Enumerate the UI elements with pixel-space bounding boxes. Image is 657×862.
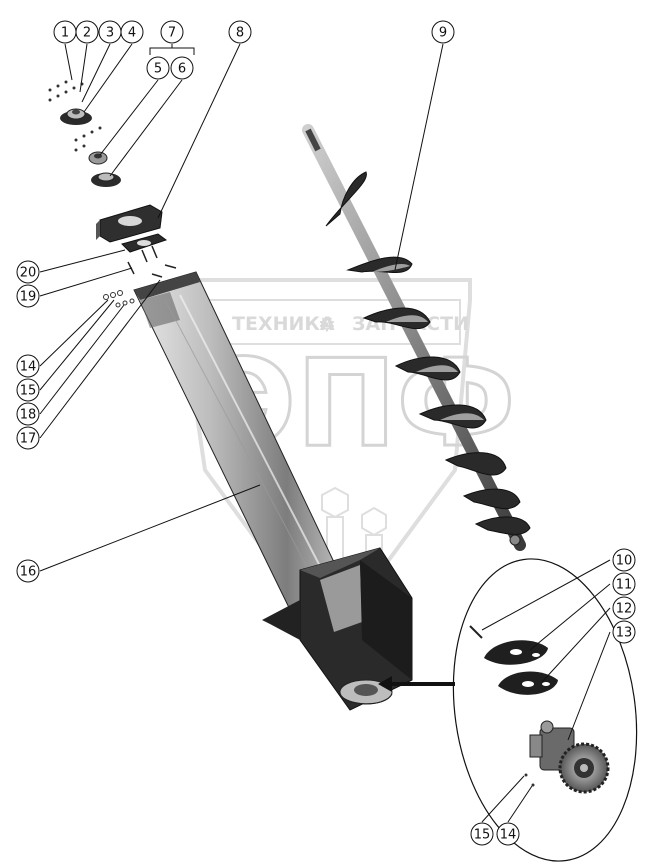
callout-6: 6 <box>170 56 194 80</box>
gear-icon: ⚙ <box>318 312 336 336</box>
callout-label: 6 <box>178 62 186 77</box>
callout-14b: 14 <box>496 822 520 846</box>
callout-8: 8 <box>228 20 252 44</box>
callout-19: 19 <box>16 284 40 308</box>
callout-circle <box>612 548 636 572</box>
callout-label: 17 <box>20 432 37 447</box>
callout-circle <box>16 260 40 284</box>
callout-circle <box>612 620 636 644</box>
callout-circle <box>16 559 40 583</box>
auger-tube <box>133 271 353 623</box>
callout-circle <box>170 56 194 80</box>
callout-11: 11 <box>612 572 636 596</box>
mounting-bracket <box>96 204 163 243</box>
callout-20: 20 <box>16 260 40 284</box>
callout-circle <box>16 426 40 450</box>
callout-circle <box>75 20 99 44</box>
leader-lines <box>39 43 611 823</box>
callout-circle <box>16 284 40 308</box>
callout-15b: 15 <box>470 822 494 846</box>
callout-15a: 15 <box>16 378 40 402</box>
plate-11 <box>484 640 548 665</box>
drive-detail <box>452 558 638 862</box>
callout-circle <box>146 56 170 80</box>
callout-circle <box>120 20 144 44</box>
callout-label: 12 <box>616 602 633 617</box>
callout-label: 3 <box>106 26 114 41</box>
callout-4: 4 <box>120 20 144 44</box>
gearbox-13 <box>529 720 610 794</box>
bearing-housing-bottom <box>91 172 121 187</box>
callout-circle <box>612 572 636 596</box>
callout-label: 18 <box>20 408 37 423</box>
callout-label: 19 <box>20 290 37 305</box>
callout-label: 5 <box>154 62 162 77</box>
callout-circle <box>470 822 494 846</box>
callout-label: 15 <box>20 384 37 399</box>
callout-circle <box>16 402 40 426</box>
auger-screw <box>302 124 531 551</box>
callout-label: 4 <box>128 26 136 41</box>
callout-16: 16 <box>16 559 40 583</box>
callout-5: 5 <box>146 56 170 80</box>
callout-label: 13 <box>616 626 633 641</box>
detail-arrow <box>378 676 455 692</box>
callout-14a: 14 <box>16 354 40 378</box>
callout-circle <box>612 596 636 620</box>
callout-17: 17 <box>16 426 40 450</box>
fasteners-14-15 <box>524 773 535 787</box>
callout-18: 18 <box>16 402 40 426</box>
callout-label: 20 <box>20 266 37 281</box>
callout-label: 9 <box>439 26 447 41</box>
callout-circle <box>228 20 252 44</box>
watermark-text: ТЕХНИКА <box>232 313 335 335</box>
callout-circle <box>496 822 520 846</box>
callout-circle <box>431 20 455 44</box>
callout-label: 10 <box>616 554 633 569</box>
callout-label: 1 <box>61 26 69 41</box>
callout-label: 11 <box>616 578 633 593</box>
callout-9: 9 <box>431 20 455 44</box>
bolt-10 <box>469 625 483 639</box>
plate-12 <box>498 671 558 695</box>
callout-label: 15 <box>474 828 491 843</box>
bearing-housing-top <box>60 108 92 125</box>
callout-10: 10 <box>612 548 636 572</box>
callout-label: 2 <box>83 26 91 41</box>
nuts-washers <box>103 290 135 308</box>
callout-label: 16 <box>20 565 37 580</box>
callout-7: 7 <box>160 20 184 44</box>
callout-label: 8 <box>236 26 244 41</box>
callout-1: 1 <box>53 20 77 44</box>
discharge-housing <box>262 547 413 711</box>
callout-circle <box>16 378 40 402</box>
callout-3: 3 <box>98 20 122 44</box>
callout-label: 14 <box>500 828 517 843</box>
callout-label: 14 <box>20 360 37 375</box>
callout-circle <box>16 354 40 378</box>
callout-12: 12 <box>612 596 636 620</box>
callout-circle <box>160 20 184 44</box>
callout-2: 2 <box>75 20 99 44</box>
bearing-insert <box>88 151 108 165</box>
callout-13: 13 <box>612 620 636 644</box>
flange-plate <box>121 233 168 253</box>
callout-label: 7 <box>168 26 176 41</box>
